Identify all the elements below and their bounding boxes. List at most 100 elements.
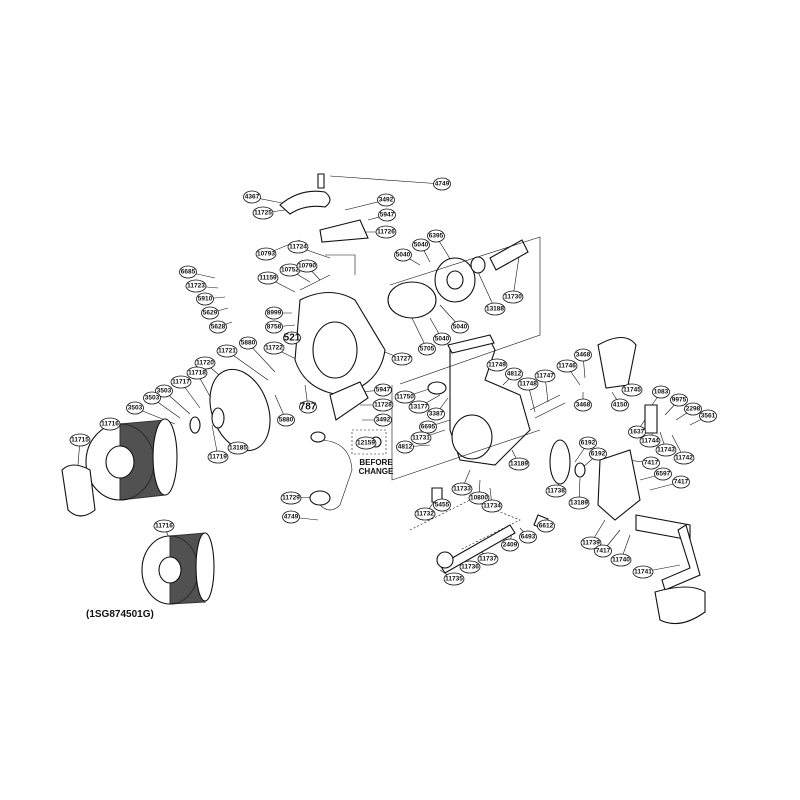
- part-number: 13189: [510, 461, 528, 468]
- label-oval: [408, 400, 430, 414]
- part-number: 11728: [374, 402, 392, 409]
- label-oval: [377, 193, 395, 207]
- part-number: 5040: [453, 324, 468, 331]
- label-oval: [263, 341, 285, 355]
- label-oval: [419, 420, 437, 434]
- label-oval: [277, 413, 295, 427]
- part-label: 3492: [374, 413, 392, 427]
- label-oval: [574, 398, 592, 412]
- part-label: 5040: [412, 238, 430, 252]
- part-number: 11735: [445, 576, 463, 583]
- part-number: 11744: [641, 438, 659, 445]
- part-label: 5947: [374, 383, 392, 397]
- label-oval: [579, 436, 597, 450]
- part-label: 10800: [468, 491, 490, 505]
- label-oval: [396, 440, 414, 454]
- part-label: 5040: [451, 320, 469, 334]
- stopper-lever: [644, 404, 658, 434]
- part-label: 8758: [265, 320, 283, 334]
- part-label: 11730: [502, 290, 524, 304]
- line-roller: [309, 490, 331, 506]
- part-label: 6395: [427, 229, 445, 243]
- part-label: 3503: [155, 384, 173, 398]
- part-number: 6192: [581, 440, 596, 447]
- part-number: 5947: [380, 212, 395, 219]
- label-oval: [517, 377, 539, 391]
- handle-assembly: [635, 514, 706, 625]
- drive-gear-washer: [574, 462, 586, 478]
- part-number: 5910: [198, 296, 213, 303]
- body-cover: [597, 449, 641, 521]
- rotor-cover: [329, 381, 369, 421]
- part-number: 11739: [582, 540, 600, 547]
- part-number: 8758: [267, 324, 282, 331]
- part-number: 5947: [376, 387, 391, 394]
- part-label: 7417: [594, 544, 612, 558]
- anti-reverse-lever: [427, 381, 447, 395]
- part-label: 11742: [673, 451, 695, 465]
- part-label: 6612: [537, 519, 555, 533]
- part-number: 3503: [128, 405, 143, 412]
- label-oval: [186, 366, 208, 380]
- label-oval: [505, 367, 523, 381]
- spare-spool-rear: [195, 532, 215, 602]
- part-number: 5880: [279, 417, 294, 424]
- rotor: [294, 291, 386, 421]
- part-number: 11716: [155, 523, 173, 530]
- label-oval: [519, 530, 537, 544]
- label-oval: [537, 519, 555, 533]
- part-number: 4150: [613, 402, 628, 409]
- part-label: 11726: [375, 225, 397, 239]
- rotor-cup: [312, 321, 358, 379]
- part-label: 11728: [372, 398, 394, 412]
- label-oval: [239, 336, 257, 350]
- part-number: 11732: [416, 511, 434, 518]
- label-oval: [287, 240, 309, 254]
- part-label: 11729: [280, 491, 302, 505]
- part-label: 11715: [69, 433, 91, 447]
- part-number: 2409: [503, 542, 518, 549]
- screw: [317, 173, 325, 189]
- part-label: 7417: [672, 475, 690, 489]
- part-label: 11738: [545, 484, 567, 498]
- label-oval: [418, 342, 436, 356]
- label-oval: [481, 499, 503, 513]
- part-number: 6192: [591, 451, 606, 458]
- label-oval: [283, 331, 301, 345]
- label-oval: [501, 538, 519, 552]
- label-oval: [699, 409, 717, 423]
- label-oval: [468, 491, 490, 505]
- label-oval: [484, 302, 506, 316]
- guide-rods: [529, 394, 566, 419]
- part-number: 7417: [674, 479, 689, 486]
- label-oval: [556, 359, 578, 373]
- part-number: 11731: [412, 435, 430, 442]
- part-number: 5040: [435, 336, 450, 343]
- part-number: 7417: [596, 548, 611, 555]
- part-number: 11724: [289, 244, 307, 251]
- part-label: 13189: [568, 496, 590, 510]
- part-label: 4749: [282, 510, 300, 524]
- part-number: 11723: [187, 283, 205, 290]
- oscillating-shaft: [439, 524, 516, 574]
- part-number: 11730: [504, 294, 522, 301]
- part-number: 521: [284, 333, 301, 344]
- part-label: 9975: [670, 393, 688, 407]
- part-label: 11747: [534, 369, 556, 383]
- label-oval: [673, 451, 695, 465]
- part-number: 11721: [218, 348, 236, 355]
- part-number: 13177: [410, 404, 428, 411]
- part-number: 13189: [570, 500, 588, 507]
- part-label: 11724: [287, 240, 309, 254]
- label-oval: [170, 375, 192, 389]
- body-assembly: [427, 334, 658, 521]
- before-change-box: [351, 429, 387, 455]
- part-label: 11731: [410, 431, 432, 445]
- part-number: 11719: [209, 454, 227, 461]
- part-label: 11741: [632, 565, 654, 579]
- label-oval: [209, 320, 227, 334]
- part-label: 3492: [377, 193, 395, 207]
- label-oval: [672, 475, 690, 489]
- label-oval: [243, 190, 261, 204]
